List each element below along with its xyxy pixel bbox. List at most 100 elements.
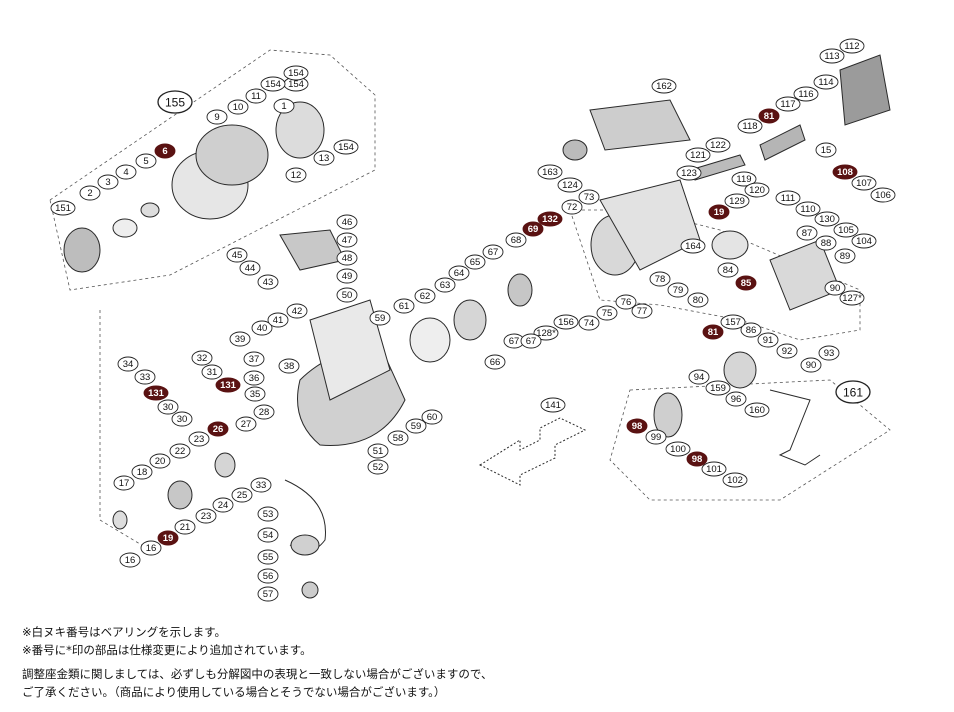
svg-text:128*: 128*	[536, 328, 556, 339]
part-callout-118: 118	[737, 118, 763, 134]
svg-text:72: 72	[567, 202, 578, 213]
svg-text:155: 155	[165, 96, 185, 110]
svg-text:131: 131	[148, 388, 165, 399]
group-callout-161: 161	[835, 380, 871, 404]
svg-text:73: 73	[584, 192, 595, 203]
part-callout-35: 35	[244, 386, 266, 402]
svg-text:48: 48	[342, 253, 353, 264]
part-callout-67: 67	[520, 333, 542, 349]
part-callout-163: 163	[537, 164, 563, 180]
part-callout-105: 105	[833, 222, 859, 238]
svg-text:56: 56	[263, 571, 274, 582]
svg-text:110: 110	[800, 204, 815, 215]
svg-text:102: 102	[727, 475, 743, 486]
bearing-callout-131: 131	[143, 385, 169, 401]
svg-text:61: 61	[399, 301, 410, 312]
part-callout-111: 111	[775, 190, 801, 206]
svg-text:67: 67	[526, 336, 537, 347]
part-callout-157: 157	[720, 314, 746, 330]
part-callout-3: 3	[97, 174, 119, 190]
part-callout-49: 49	[336, 268, 358, 284]
svg-text:15: 15	[821, 145, 832, 156]
svg-text:53: 53	[263, 509, 274, 520]
part-callout-23: 23	[195, 508, 217, 524]
svg-text:108: 108	[837, 167, 853, 178]
svg-text:19: 19	[163, 533, 174, 544]
svg-text:131: 131	[220, 380, 237, 391]
svg-text:18: 18	[137, 467, 148, 478]
svg-text:114: 114	[818, 77, 833, 88]
part-callout-106: 106	[870, 187, 896, 203]
part-callout-110: 110	[795, 201, 821, 217]
svg-text:59: 59	[375, 313, 386, 324]
svg-text:65: 65	[470, 257, 481, 268]
part-callout-107: 107	[851, 175, 877, 191]
svg-text:78: 78	[655, 274, 666, 285]
svg-text:43: 43	[263, 277, 274, 288]
svg-text:46: 46	[342, 217, 353, 228]
svg-text:127*: 127*	[842, 293, 862, 304]
part-callout-92: 92	[776, 343, 798, 359]
part-callout-24: 24	[212, 497, 234, 513]
svg-text:64: 64	[454, 268, 465, 279]
part-callout-12: 12	[285, 167, 307, 183]
svg-text:27: 27	[241, 419, 252, 430]
part-callout-22: 22	[169, 443, 191, 459]
bearing-callout-131: 131	[215, 377, 241, 393]
svg-text:154: 154	[288, 68, 304, 79]
svg-text:4: 4	[123, 167, 128, 178]
svg-text:77: 77	[637, 306, 648, 317]
svg-text:113: 113	[824, 51, 839, 62]
svg-text:9: 9	[214, 112, 219, 123]
part-callout-123: 123	[676, 165, 702, 181]
part-callout-86: 86	[740, 322, 762, 338]
svg-text:19: 19	[714, 207, 725, 218]
svg-text:107: 107	[856, 178, 872, 189]
svg-text:87: 87	[802, 228, 813, 239]
svg-text:86: 86	[746, 325, 757, 336]
part-callout-23: 23	[188, 431, 210, 447]
part-callout-127-star: 127*	[839, 290, 865, 306]
part-callout-61: 61	[393, 298, 415, 314]
part-callout-46: 46	[336, 214, 358, 230]
part-callout-91: 91	[757, 332, 779, 348]
svg-text:54: 54	[263, 530, 274, 541]
part-callout-151: 151	[50, 200, 76, 216]
part-callout-60: 60	[421, 409, 443, 425]
part-callout-15: 15	[815, 142, 837, 158]
part-callout-65: 65	[464, 254, 486, 270]
svg-text:154: 154	[265, 79, 281, 90]
part-callout-27: 27	[235, 416, 257, 432]
svg-text:21: 21	[180, 522, 191, 533]
svg-text:124: 124	[562, 180, 578, 191]
svg-text:89: 89	[840, 251, 851, 262]
svg-text:62: 62	[420, 291, 431, 302]
svg-text:101: 101	[706, 464, 722, 475]
disclaimer-line-1: 調整座金類に関しましては、必ずしも分解図中の表現と一致しない場合がございますので…	[22, 667, 493, 681]
svg-text:105: 105	[838, 225, 854, 236]
svg-text:10: 10	[233, 102, 244, 113]
svg-text:40: 40	[257, 323, 268, 334]
part-callout-128-star: 128*	[533, 325, 559, 341]
part-callout-43: 43	[257, 274, 279, 290]
svg-text:5: 5	[143, 156, 148, 167]
svg-text:159: 159	[710, 383, 726, 394]
svg-text:76: 76	[621, 297, 632, 308]
part-callout-56: 56	[257, 568, 279, 584]
part-callout-116: 116	[793, 86, 819, 102]
svg-text:162: 162	[656, 81, 672, 92]
svg-text:47: 47	[342, 235, 353, 246]
svg-text:120: 120	[749, 185, 765, 196]
svg-text:33: 33	[140, 372, 151, 383]
part-callout-37: 37	[243, 351, 265, 367]
part-callout-16: 16	[140, 540, 162, 556]
part-callout-31: 31	[201, 364, 223, 380]
svg-text:38: 38	[284, 361, 295, 372]
part-callout-164: 164	[680, 238, 706, 254]
svg-text:163: 163	[542, 167, 558, 178]
part-callout-117: 117	[775, 96, 801, 112]
svg-text:22: 22	[175, 446, 186, 457]
part-callout-74: 74	[578, 315, 600, 331]
svg-text:118: 118	[742, 121, 757, 132]
part-callout-122: 122	[705, 137, 731, 153]
